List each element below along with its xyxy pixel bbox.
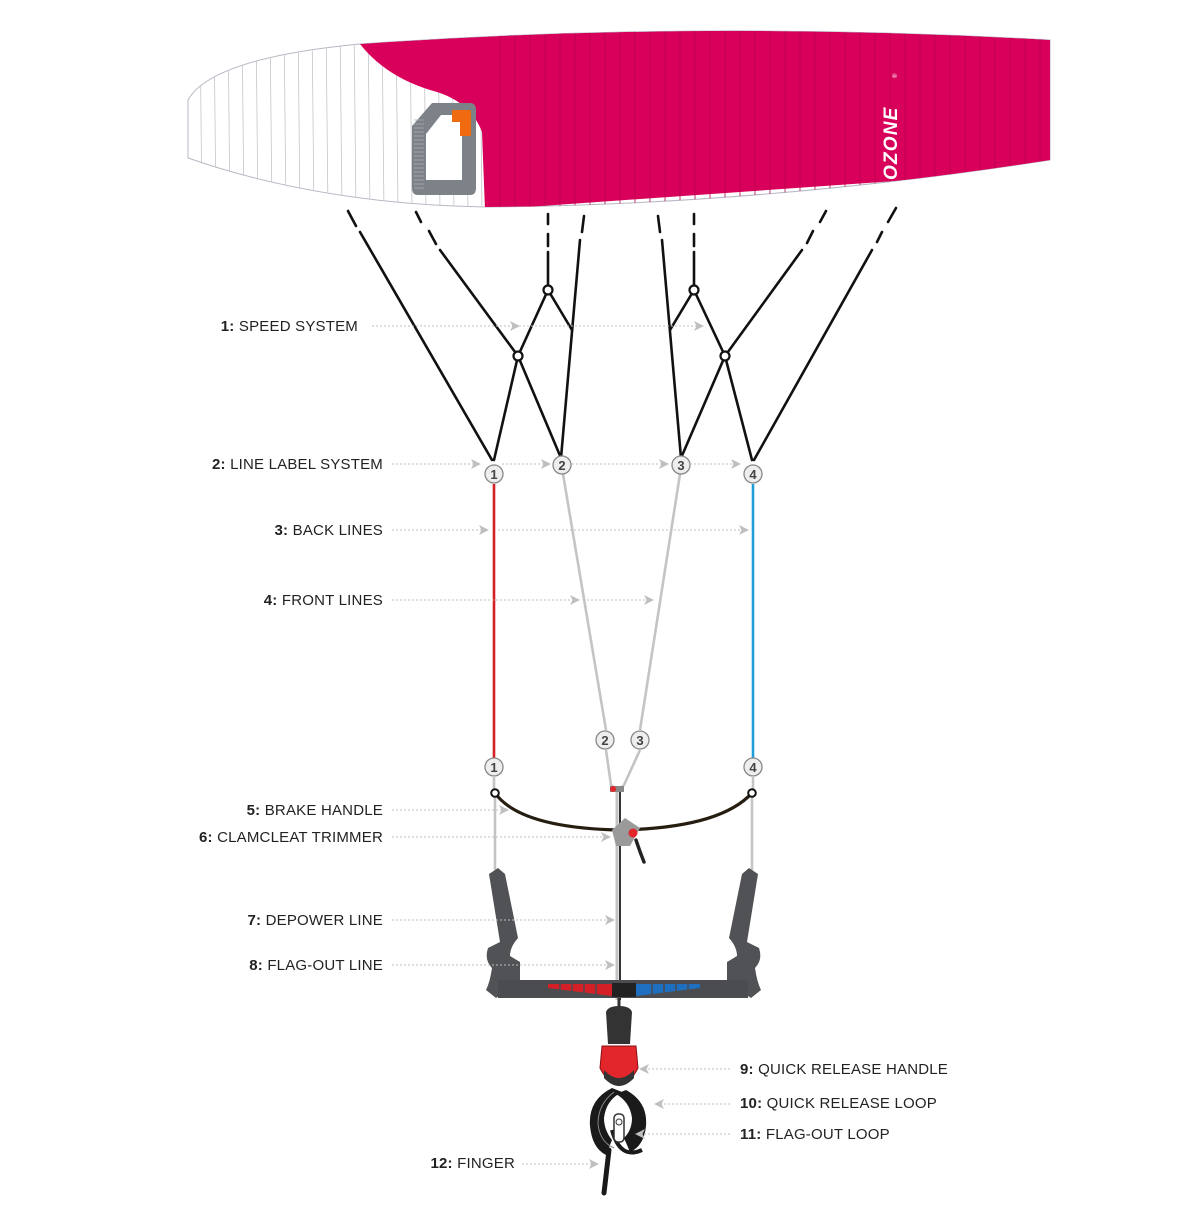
bar-leader-lines <box>492 776 755 870</box>
line-badge-2-top: 2 <box>552 455 572 475</box>
brake-handle-rings <box>490 788 757 798</box>
label-quick-release-handle: 9: QUICK RELEASE HANDLE <box>740 1061 948 1078</box>
flying-lines <box>492 473 755 791</box>
svg-text:3: 3 <box>677 458 684 473</box>
brand-text: OZONE <box>881 106 902 180</box>
svg-text:1: 1 <box>490 760 497 775</box>
line-badge-2-bottom: 2 <box>595 730 615 750</box>
pulley-ring <box>542 284 554 296</box>
line-badge-4-top: 4 <box>743 464 763 484</box>
label-depower-line: 7: DEPOWER LINE <box>247 912 383 929</box>
ozone-logo <box>412 103 476 195</box>
front-line-left-lower <box>604 749 618 791</box>
front-line-right-lower <box>618 749 642 791</box>
clamcleat-trimmer <box>612 818 646 864</box>
svg-text:2: 2 <box>558 458 565 473</box>
line-badge-1-bottom: 1 <box>484 757 504 777</box>
pulley-rings <box>512 284 731 362</box>
label-speed-system: 1: SPEED SYSTEM <box>221 318 358 335</box>
front-line-right <box>638 473 682 731</box>
label-back-lines: 3: BACK LINES <box>275 522 384 539</box>
front-line-left <box>561 473 608 731</box>
labels: 1: SPEED SYSTEM 2: LINE LABEL SYSTEM 3: … <box>199 318 948 1172</box>
bar-float-left <box>486 868 520 998</box>
qr-upper-sleeve <box>606 1006 632 1044</box>
control-bar <box>486 868 761 998</box>
label-flag-out-line: 8: FLAG-OUT LINE <box>249 957 383 974</box>
canopy-rib <box>339 30 343 208</box>
bar-grip-centre <box>612 983 636 997</box>
pulley-ring <box>512 350 524 362</box>
line-badge-3-bottom: 3 <box>630 730 650 750</box>
line-label-badges: 1 2 3 4 2 3 1 4 <box>484 455 763 777</box>
pointer-arrows <box>372 321 749 1169</box>
canopy-rib <box>353 30 357 208</box>
canopy-rib <box>297 30 301 208</box>
quick-release-assembly <box>589 998 647 1196</box>
label-flag-out-loop: 11: FLAG-OUT LOOP <box>740 1126 890 1143</box>
bridle-lines <box>346 206 898 462</box>
label-brake-handle: 5: BRAKE HANDLE <box>247 802 383 819</box>
quick-release-loop <box>589 1088 622 1155</box>
pulley-ring <box>719 350 731 362</box>
label-front-lines: 4: FRONT LINES <box>264 592 383 609</box>
pulley-ring <box>688 284 700 296</box>
finger <box>601 1147 612 1196</box>
svg-text:4: 4 <box>749 467 757 482</box>
line-badge-4-bottom: 4 <box>743 757 763 777</box>
bar-float-right <box>727 868 761 998</box>
svg-text:1: 1 <box>490 467 497 482</box>
line-badge-1-top: 1 <box>484 464 504 484</box>
svg-text:3: 3 <box>636 733 643 748</box>
svg-text:4: 4 <box>749 760 757 775</box>
depower-line <box>610 786 624 1000</box>
label-quick-release-loop: 10: QUICK RELEASE LOOP <box>740 1095 937 1112</box>
canopy-rib <box>325 30 329 208</box>
label-clamcleat-trimmer: 6: CLAMCLEAT TRIMMER <box>199 829 383 846</box>
label-line-label-system: 2: LINE LABEL SYSTEM <box>212 456 383 473</box>
label-finger: 12: FINGER <box>430 1155 515 1172</box>
brand-registered-mark: ® <box>892 73 899 78</box>
canopy-pink-panel <box>360 30 1050 208</box>
line-badge-3-top: 3 <box>671 455 691 475</box>
svg-text:2: 2 <box>601 733 608 748</box>
ozone-wordmark: OZONE ® <box>881 73 902 180</box>
kite-canopy: OZONE ® <box>187 30 1051 208</box>
canopy-rib <box>311 30 315 208</box>
